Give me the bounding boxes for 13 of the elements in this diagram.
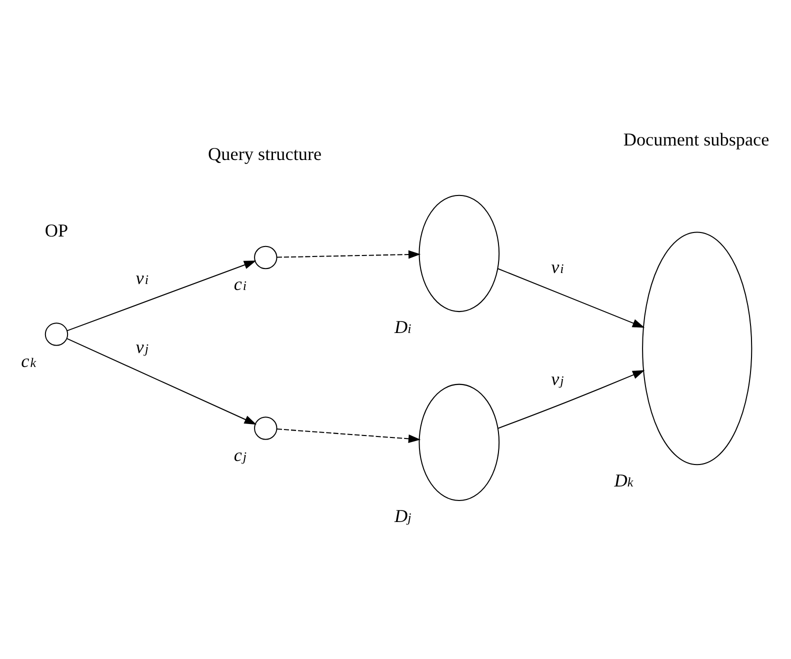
edge-label: vj — [135, 336, 148, 356]
label: Document subspace — [622, 129, 769, 150]
node-label: ci — [233, 274, 246, 294]
node-label: Dj — [394, 506, 411, 526]
label: OP — [44, 220, 68, 240]
edge-label: vi — [135, 268, 148, 288]
node-label: Di — [394, 316, 411, 337]
node-label: Dk — [614, 470, 633, 490]
edge-label: vj — [550, 368, 564, 389]
node-label: cj — [233, 444, 246, 465]
node-label: ck — [20, 350, 36, 371]
edge-label: vi — [550, 256, 564, 277]
label: Query structure — [208, 143, 322, 164]
